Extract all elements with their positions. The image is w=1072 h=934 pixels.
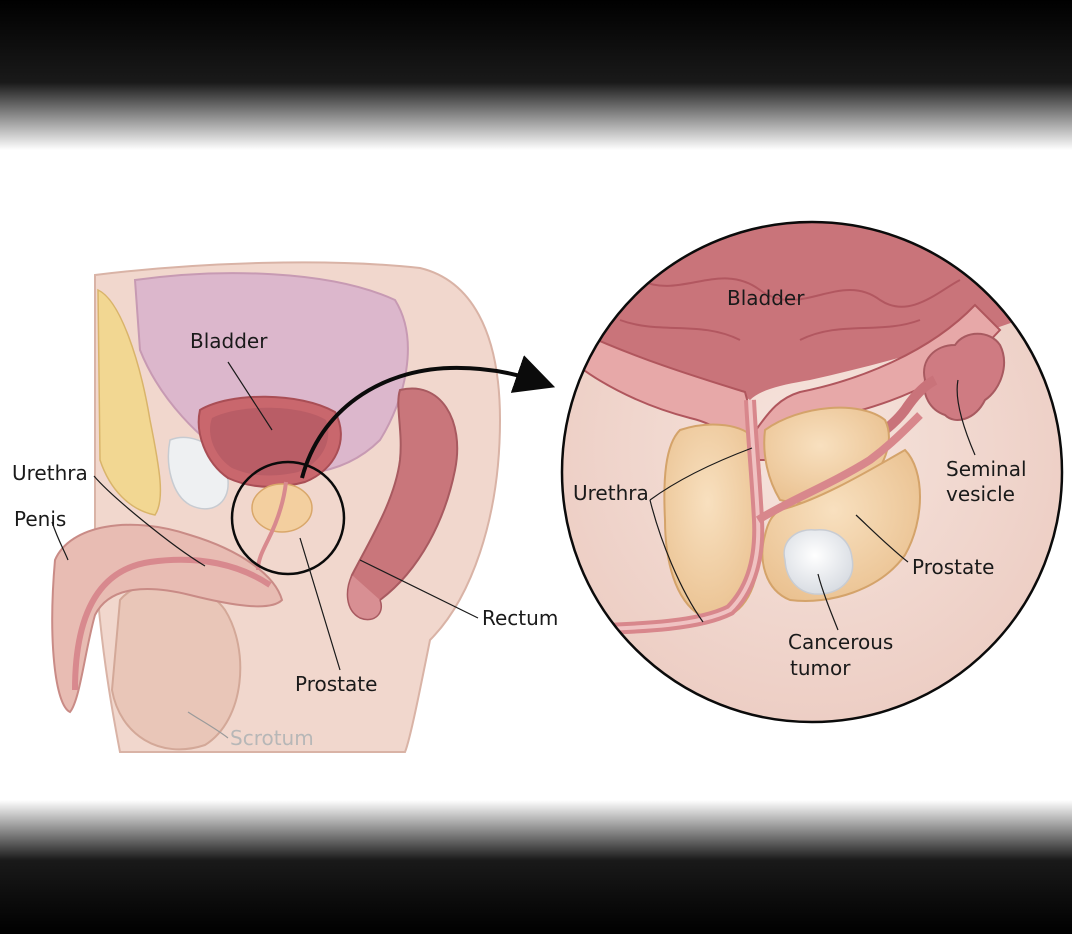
prostatic-urethra-left (256, 481, 288, 571)
top-dark-band (0, 0, 1072, 150)
label-tumor-line1: Cancerous (788, 630, 893, 654)
inset-leaders (649, 379, 976, 631)
ejaculatory-duct-inset (755, 412, 923, 524)
inset-border (560, 220, 1064, 724)
label-bladder-inset: Bladder (727, 286, 805, 310)
label-seminal-vesicle-line1: Seminal (946, 457, 1027, 481)
label-prostate-inset: Prostate (912, 555, 994, 579)
scrotum-shape (110, 581, 242, 751)
left-leaders (51, 361, 479, 739)
seminal-vesicle-inset (923, 332, 1005, 421)
label-urethra-inset: Urethra (573, 481, 649, 505)
bladder-inset (562, 222, 1062, 400)
tumor-inset (783, 529, 854, 595)
label-rectum: Rectum (482, 606, 558, 630)
bottom-dark-band (0, 800, 1072, 934)
left-labels: Bladder Urethra Penis Rectum Prostate Sc… (12, 329, 558, 750)
zoom-circle (230, 460, 346, 576)
bladder-folds (619, 277, 961, 341)
label-prostate-left: Prostate (295, 672, 377, 696)
label-penis: Penis (14, 507, 66, 531)
inset-labels: Bladder Urethra Seminal vesicle Prostate… (573, 286, 1027, 680)
label-bladder-left: Bladder (190, 329, 268, 353)
anal-canal-left (346, 574, 382, 621)
penis-shape (51, 523, 284, 714)
pubic-fat (97, 288, 162, 516)
zoom-arrow (300, 355, 556, 479)
label-seminal-vesicle-line2: vesicle (946, 482, 1015, 506)
label-tumor-line2: tumor (790, 656, 851, 680)
sagittal-section (51, 261, 556, 753)
urethra-line-left (72, 556, 272, 691)
urethra-inset-lumen (569, 399, 761, 632)
inset-detail (560, 220, 1064, 724)
label-scrotum: Scrotum (230, 726, 314, 750)
label-urethra-left: Urethra (12, 461, 88, 485)
bladder-lumen-left (210, 407, 329, 476)
